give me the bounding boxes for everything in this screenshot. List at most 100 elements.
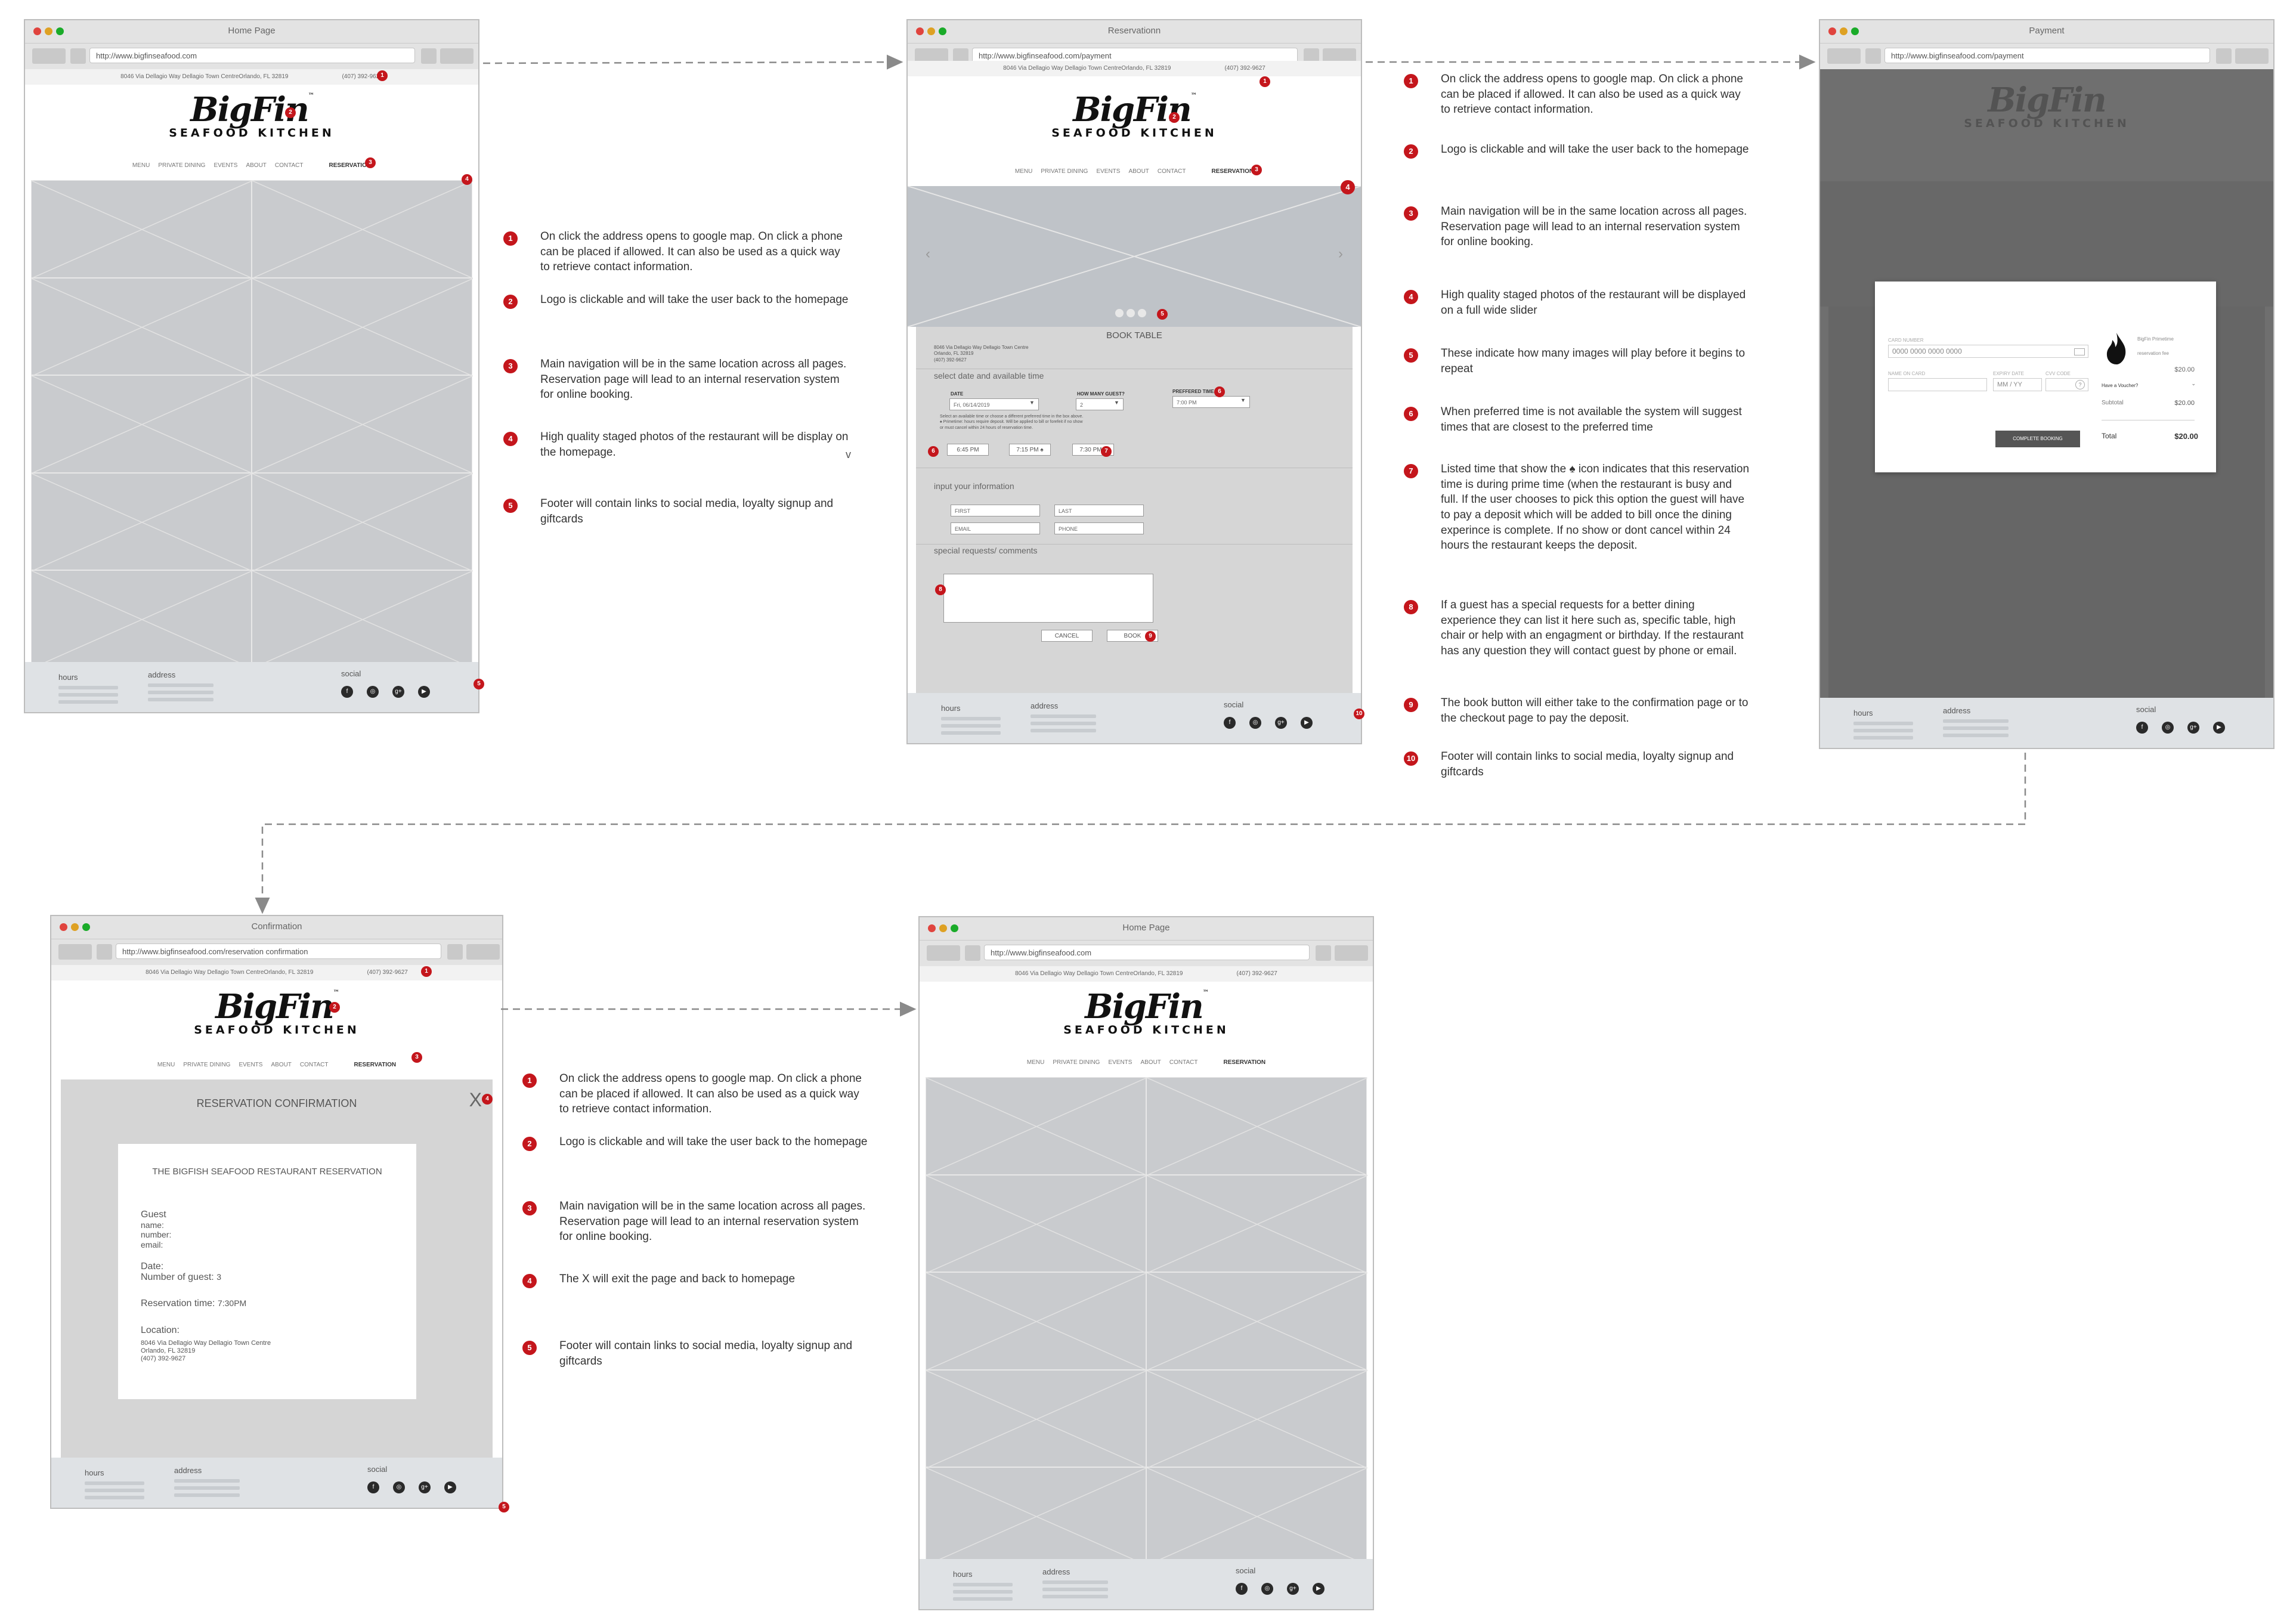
logo[interactable]: BigFin™ SEAFOOD KITCHEN: [51, 990, 502, 1036]
zoom-dot-icon[interactable]: [56, 27, 64, 35]
date-select[interactable]: Fri, 06/14/2019: [949, 398, 1039, 410]
email-input[interactable]: EMAIL: [951, 522, 1040, 534]
menu-button[interactable]: [2235, 48, 2269, 64]
facebook-icon[interactable]: f: [1236, 1583, 1248, 1595]
time-slot[interactable]: 6:45 PM: [947, 444, 989, 456]
google-plus-icon[interactable]: g+: [1287, 1583, 1299, 1595]
location-line[interactable]: (407) 392-9627: [141, 1354, 186, 1362]
instagram-icon[interactable]: ◎: [1261, 1583, 1273, 1595]
address-text[interactable]: 8046 Via Dellagio Way Dellagio Town Cent…: [1003, 65, 1171, 72]
nav-private-dining[interactable]: PRIVATE DINING: [158, 162, 206, 169]
facebook-icon[interactable]: f: [1224, 717, 1236, 729]
menu-button[interactable]: [1335, 945, 1368, 961]
url-bar[interactable]: http://www.bigfinseafood.com/payment: [1884, 48, 2210, 63]
phone-text[interactable]: (407) 392-9627: [367, 969, 408, 976]
nav-private-dining[interactable]: PRIVATE DINING: [1053, 1059, 1100, 1066]
nav-events[interactable]: EVENTS: [213, 162, 238, 169]
photo-placeholder[interactable]: [1146, 1077, 1367, 1176]
slider-prev-icon[interactable]: ‹: [926, 246, 930, 262]
forward-button[interactable]: [1865, 48, 1881, 64]
minimize-dot-icon[interactable]: [71, 923, 79, 931]
address-text[interactable]: 8046 Via Dellagio Way Dellagio Town Cent…: [146, 969, 314, 976]
nav-events[interactable]: EVENTS: [1096, 168, 1121, 175]
photo-placeholder[interactable]: [31, 472, 252, 571]
voucher-link[interactable]: Have a Voucher?: [2102, 383, 2139, 388]
location-line[interactable]: 8046 Via Dellagio Way Dellagio Town Cent…: [141, 1340, 271, 1347]
minimize-dot-icon[interactable]: [45, 27, 52, 35]
photo-placeholder[interactable]: [926, 1077, 1147, 1176]
slider-dot[interactable]: [1127, 309, 1135, 317]
photo-placeholder[interactable]: [31, 375, 252, 474]
url-bar[interactable]: http://www.bigfinseafood.com: [984, 945, 1310, 960]
zoom-dot-icon[interactable]: [951, 924, 958, 932]
nav-menu[interactable]: MENU: [1014, 168, 1033, 175]
close-x-icon[interactable]: X: [469, 1089, 482, 1110]
close-dot-icon[interactable]: [928, 924, 936, 932]
close-dot-icon[interactable]: [916, 27, 924, 35]
last-name-input[interactable]: LAST: [1054, 505, 1144, 516]
name-on-card-input[interactable]: [1888, 378, 1987, 391]
location-line[interactable]: Orlando, FL 32819: [141, 1347, 196, 1354]
close-dot-icon[interactable]: [33, 27, 41, 35]
phone-input[interactable]: PHONE: [1054, 522, 1144, 534]
zoom-dot-icon[interactable]: [939, 27, 946, 35]
url-bar[interactable]: http://www.bigfinseafood.com/reservation…: [116, 944, 441, 959]
facebook-icon[interactable]: f: [2136, 722, 2148, 734]
nav-about[interactable]: ABOUT: [246, 162, 267, 169]
phone-text[interactable]: (407) 392-9627: [342, 73, 383, 80]
phone-text[interactable]: (407) 392-9627: [1224, 65, 1265, 72]
reload-button[interactable]: [421, 48, 437, 64]
nav-events[interactable]: EVENTS: [239, 1062, 263, 1068]
google-plus-icon[interactable]: g+: [392, 686, 404, 698]
logo[interactable]: BigFin™ SEAFOOD KITCHEN: [25, 93, 478, 139]
nav-reservation[interactable]: RESERVATION: [329, 162, 372, 169]
nav-private-dining[interactable]: PRIVATE DINING: [1041, 168, 1088, 175]
youtube-icon[interactable]: ▶: [1313, 1583, 1325, 1595]
google-plus-icon[interactable]: g+: [2187, 722, 2199, 734]
card-number-input[interactable]: 0000 0000 0000 0000: [1888, 345, 2088, 358]
nav-menu[interactable]: MENU: [157, 1062, 175, 1068]
voucher-chevron-icon[interactable]: ⌄: [2191, 381, 2196, 386]
nav-contact[interactable]: CONTACT: [1169, 1059, 1198, 1066]
instagram-icon[interactable]: ◎: [393, 1481, 405, 1493]
photo-placeholder[interactable]: [1146, 1272, 1367, 1371]
minimize-dot-icon[interactable]: [927, 27, 935, 35]
photo-placeholder[interactable]: [252, 570, 473, 669]
slider-dot[interactable]: [1115, 309, 1124, 317]
guests-select[interactable]: 2: [1076, 398, 1124, 410]
address-bar[interactable]: 8046 Via Dellagio Way Dellagio Town Cent…: [51, 965, 502, 980]
instagram-icon[interactable]: ◎: [1249, 717, 1261, 729]
back-button[interactable]: [32, 48, 66, 64]
nav-menu[interactable]: MENU: [1026, 1059, 1045, 1066]
expiry-input[interactable]: MM / YY: [1993, 378, 2042, 391]
minimize-dot-icon[interactable]: [939, 924, 947, 932]
nav-contact[interactable]: CONTACT: [274, 162, 304, 169]
reload-button[interactable]: [2216, 48, 2232, 64]
menu-button[interactable]: [440, 48, 474, 64]
slider-dot[interactable]: [1138, 309, 1146, 317]
nav-private-dining[interactable]: PRIVATE DINING: [183, 1062, 231, 1068]
nav-reservation[interactable]: RESERVATION: [354, 1062, 397, 1068]
photo-placeholder[interactable]: [31, 570, 252, 669]
photo-placeholder[interactable]: [31, 180, 252, 279]
facebook-icon[interactable]: f: [367, 1481, 379, 1493]
facebook-icon[interactable]: f: [341, 686, 353, 698]
complete-booking-button[interactable]: COMPLETE BOOKING: [1995, 431, 2080, 447]
time-select[interactable]: 7:00 PM: [1172, 396, 1250, 408]
reload-button[interactable]: [447, 944, 463, 960]
requests-textarea[interactable]: [943, 574, 1153, 623]
url-bar[interactable]: http://www.bigfinseafood.com: [89, 48, 415, 63]
nav-reservation[interactable]: RESERVATION: [1223, 1059, 1266, 1066]
cancel-button[interactable]: CANCEL: [1041, 630, 1093, 642]
photo-placeholder[interactable]: [926, 1174, 1147, 1273]
photo-placeholder[interactable]: [252, 472, 473, 571]
close-dot-icon[interactable]: [60, 923, 67, 931]
nav-contact[interactable]: CONTACT: [1157, 168, 1186, 175]
photo-placeholder[interactable]: [926, 1369, 1147, 1468]
help-icon[interactable]: ?: [2075, 380, 2085, 389]
instagram-icon[interactable]: ◎: [2162, 722, 2174, 734]
address-bar[interactable]: 8046 Via Dellagio Way Dellagio Town Cent…: [908, 61, 1361, 76]
nav-contact[interactable]: CONTACT: [299, 1062, 329, 1068]
photo-placeholder[interactable]: [252, 277, 473, 376]
first-name-input[interactable]: FIRST: [951, 505, 1040, 516]
